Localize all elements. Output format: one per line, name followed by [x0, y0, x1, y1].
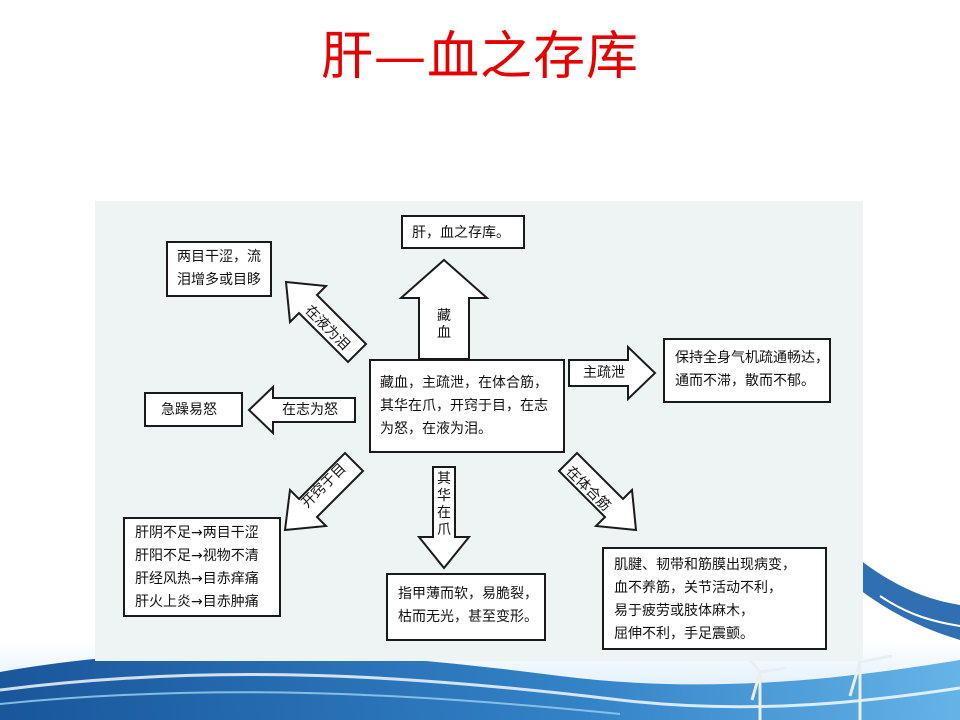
center-box: 藏血，主疏泄，在体合筋，其华在爪，开窍于目，在志为怒，在液为泪。 — [369, 359, 565, 453]
right-arrow-label: 主疏泄 — [583, 365, 625, 381]
arrow-lower-right — [557, 451, 638, 532]
left-result-box: 急躁易怒 — [144, 392, 243, 427]
bottom-arrow-label: 其华在爪 — [437, 471, 451, 538]
arrow-left — [247, 384, 356, 436]
arrow-right — [568, 344, 657, 402]
slide-title: 肝—血之存库 — [320, 27, 639, 87]
top-result-box: 肝，血之存库。 — [401, 215, 525, 249]
lower-right-result-box: 肌腱、韧带和筋膜出现病变， 血不养筋，关节活动不利， 易于疲劳或肢体麻木， 屈伸… — [602, 547, 827, 650]
right-result-box: 保持全身气机疏通畅达， 通而不滞，散而不郁。 — [663, 338, 831, 403]
lower-left-result-box: 肝阴不足→两目干涩 肝阳不足→视物不清 肝经风热→目赤痒痛 肝火上炎→目赤肿痛 — [123, 517, 281, 617]
bottom-result-box: 指甲薄而软，易脆裂， 枯而无光，甚至变形。 — [386, 573, 546, 641]
diagram-arrows — [247, 258, 657, 570]
upper-left-result-box: 两目干涩，流 泪增多或目眵 — [166, 241, 272, 297]
arrow-lower-left — [283, 451, 365, 532]
top-arrow-label: 藏血 — [437, 308, 451, 341]
diagram-panel: 肝，血之存库。 两目干涩，流 泪增多或目眵 保持全身气机疏通畅达， 通而不滞，散… — [95, 201, 863, 661]
left-arrow-label: 在志为怒 — [282, 402, 338, 418]
arrow-upper-left — [284, 280, 368, 364]
arrow-down — [416, 466, 472, 570]
